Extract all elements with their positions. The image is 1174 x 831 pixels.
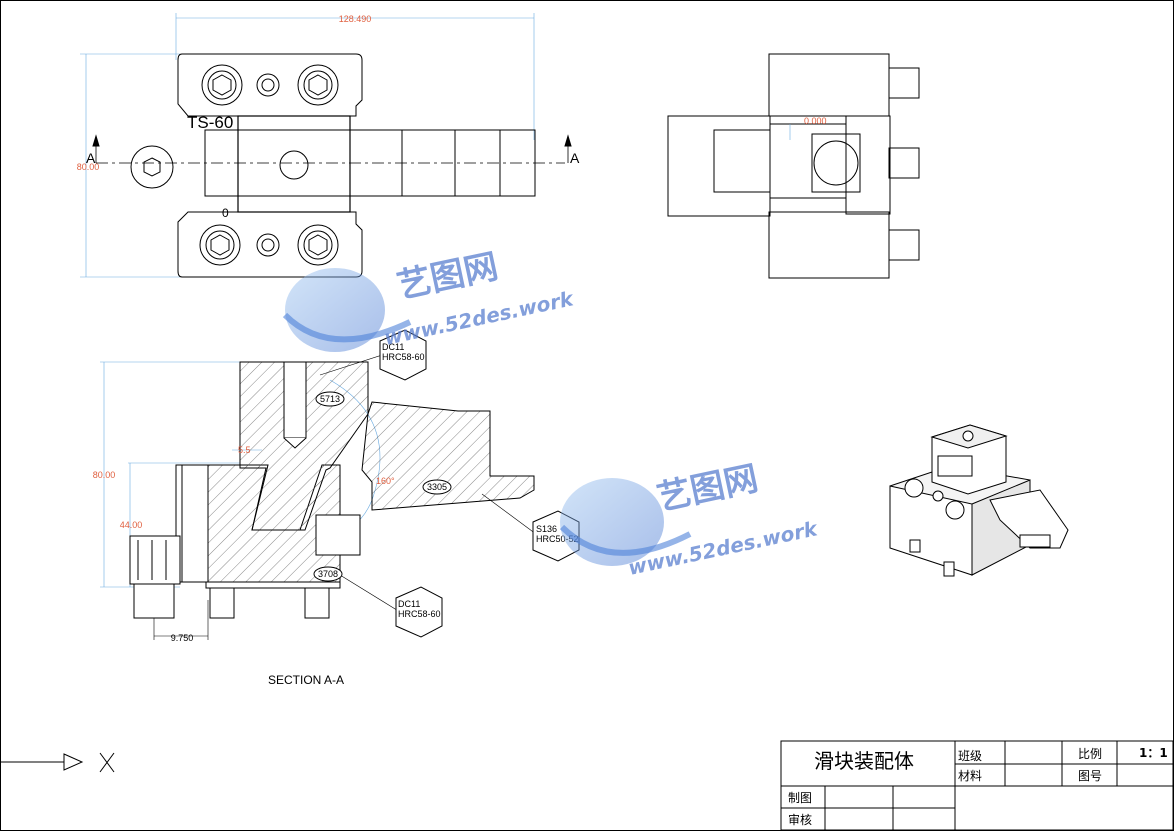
watermark-brand-1: 艺图网 xyxy=(394,246,502,306)
dim-height-44: 44.00 xyxy=(120,520,143,530)
dim-offset-55: 5.5 xyxy=(238,445,251,455)
callout-mid-line2: HRC50-52 xyxy=(536,534,579,544)
title-block-scale-value: 1：1 xyxy=(1139,746,1168,760)
section-marker-left: A xyxy=(86,150,96,166)
dim-height-section: 80.00 xyxy=(93,470,116,480)
title-block-drawn-label: 制图 xyxy=(788,791,812,805)
callout-top-line2: HRC58-60 xyxy=(382,352,425,362)
isometric-view xyxy=(889,424,1069,577)
title-block-scale-label: 比例 xyxy=(1078,747,1102,761)
callout-mid-line1: S136 xyxy=(536,524,557,534)
watermark-logo-2 xyxy=(559,478,692,566)
title-block-title: 滑块装配体 xyxy=(814,749,914,773)
dim-height-left: 80.00 xyxy=(77,162,100,172)
callout-bottom-line1: DC11 xyxy=(398,599,420,609)
watermark-brand-2: 艺图网 xyxy=(654,458,762,518)
side-view xyxy=(667,53,920,279)
part-number-3708: 3708 xyxy=(318,569,338,579)
dim-angle: 160° xyxy=(376,476,395,486)
callout-bottom-line2: HRC58-60 xyxy=(398,609,441,619)
dim-width-top: 128.490 xyxy=(339,14,372,24)
part-marking-top: TS-60 xyxy=(187,113,233,132)
section-view xyxy=(100,329,580,640)
section-title: SECTION A-A xyxy=(268,673,344,687)
section-marker-right: A xyxy=(570,150,580,166)
axis-triad-icon xyxy=(0,752,115,773)
watermark-logo-1 xyxy=(282,268,412,352)
title-block-drawing-no-label: 图号 xyxy=(1078,769,1102,783)
title-block xyxy=(780,740,1174,831)
dim-bottom-9750: 9.750 xyxy=(171,633,194,643)
part-number-5713: 5713 xyxy=(320,394,340,404)
part-number-3305: 3305 xyxy=(427,482,447,492)
title-block-class-label: 班级 xyxy=(958,749,982,763)
part-marking-bottom: 0 xyxy=(222,206,229,220)
top-view xyxy=(80,13,572,278)
dim-offset-0: 0.000 xyxy=(804,116,827,126)
title-block-material-label: 材料 xyxy=(958,769,982,783)
title-block-checked-label: 审核 xyxy=(788,812,812,827)
callout-top-line1: DC11 xyxy=(382,342,404,352)
